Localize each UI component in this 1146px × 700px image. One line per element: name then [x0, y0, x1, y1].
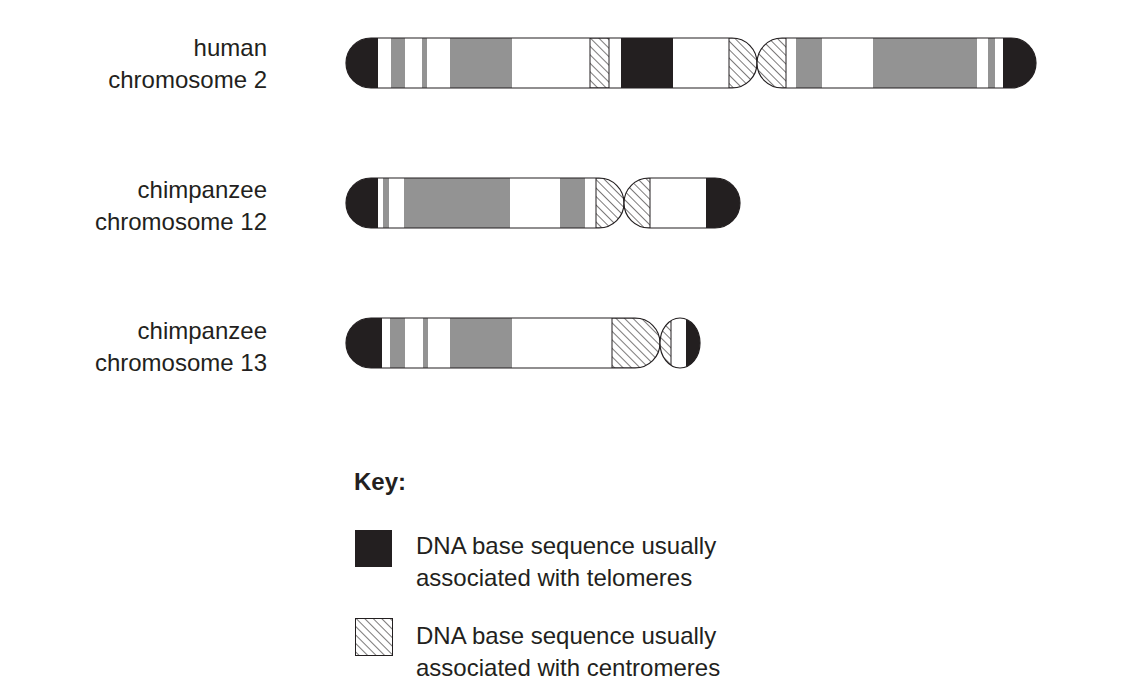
legend-text: DNA base sequence usually associated wit… — [416, 530, 776, 594]
key-heading: Key: — [354, 466, 406, 498]
chromosome-label: chimpanzee chromosome 13 — [87, 315, 267, 379]
chromosome-label: chimpanzee chromosome 12 — [87, 174, 267, 238]
chromosome-arm — [346, 318, 660, 368]
hatch-swatch — [356, 619, 393, 656]
legend-swatch — [355, 530, 392, 567]
chromosome-arm — [757, 38, 1036, 88]
chromosome-arm — [660, 318, 700, 368]
chromosome-label: human chromosome 2 — [87, 32, 267, 96]
chromosome-arm — [624, 178, 740, 228]
legend-text: DNA base sequence usually associated wit… — [416, 620, 776, 684]
chromosome-arm — [346, 38, 757, 88]
chromosome-arm — [346, 178, 624, 228]
